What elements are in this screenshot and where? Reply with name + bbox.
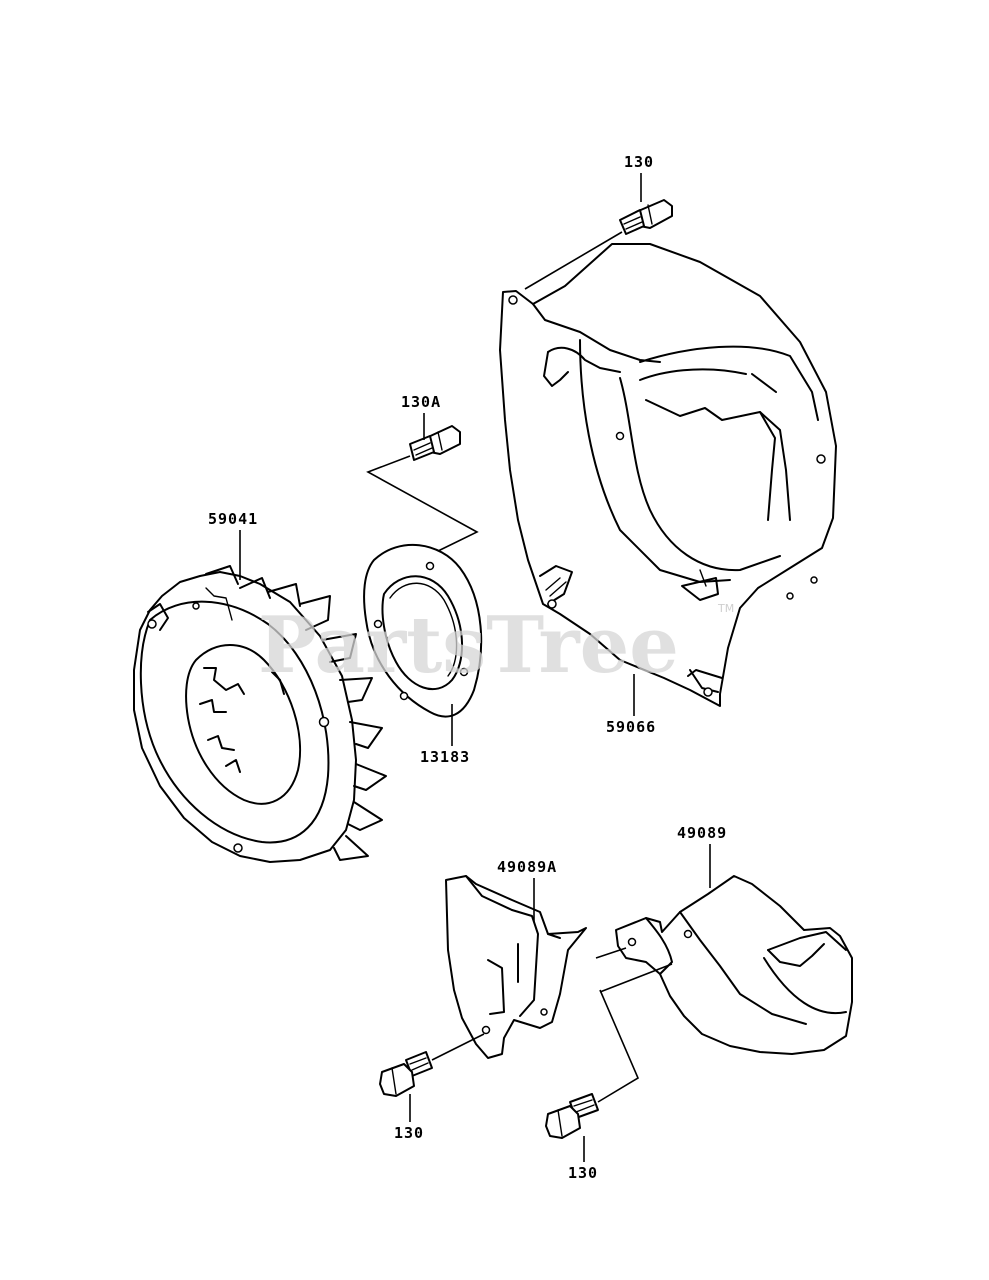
leader-bolt-to-cover-a [431,1033,485,1061]
leader-cover-link-a [595,947,627,959]
cover-49089a[interactable] [445,875,587,1059]
cover-49089[interactable] [615,875,853,1055]
leader-bolt-to-housing [524,231,623,290]
label-bolt-130-bottom-right: 130 [568,1164,598,1182]
label-housing-59066: 59066 [606,718,656,736]
leader-bolt-to-cover [597,989,640,1103]
label-plate-13183: 13183 [420,748,470,766]
label-cover-49089: 49089 [677,824,727,842]
bolt-130-bottom-right[interactable] [545,1093,599,1139]
bolt-130-bottom-left[interactable] [379,1051,433,1097]
label-bolt-130a: 130A [401,393,441,411]
blower-housing-59066[interactable] [499,243,837,707]
watermark-logo: PartsTree TM [258,600,734,691]
fan-59041[interactable] [133,565,387,863]
watermark-text: PartsTree [258,600,679,691]
watermark-tm: TM [717,602,734,615]
leader-130a-to-plate [366,455,479,553]
label-bolt-130-top: 130 [624,153,654,171]
bolt-130-top[interactable] [619,199,673,235]
leader-cover-link-b [599,963,673,993]
label-cover-49089a: 49089A [497,858,557,876]
plate-13183[interactable] [363,543,483,718]
bolt-130a[interactable] [409,425,461,461]
label-bolt-130-bottom-left: 130 [394,1124,424,1142]
label-fan-59041: 59041 [208,510,258,528]
